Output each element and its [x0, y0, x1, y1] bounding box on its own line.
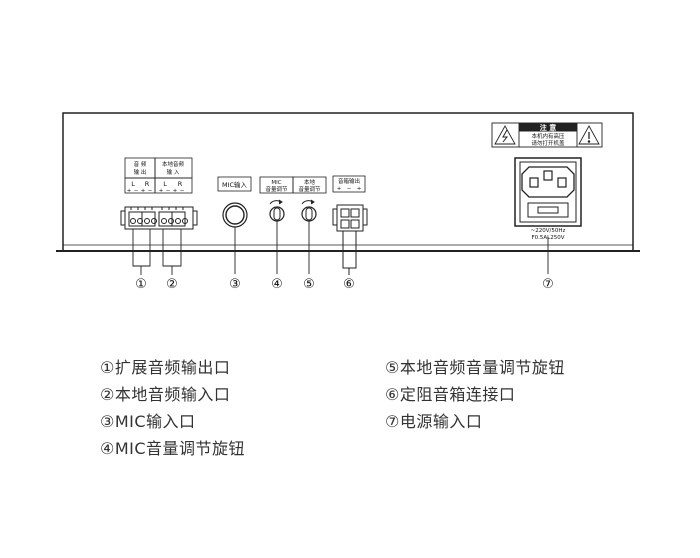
pm-8: −: [180, 188, 185, 194]
legend-item-5: ⑤本地音频音量调节旋钮: [385, 358, 565, 377]
speaker-pm-3: +: [357, 186, 362, 192]
pm-5: +: [159, 188, 164, 194]
legend-item-2: ②本地音频输入口: [100, 385, 231, 404]
speaker-out-label-box: [332, 175, 366, 193]
speaker-pm-1: +: [337, 186, 342, 192]
speaker-terminal: [332, 204, 368, 275]
callout-5: ⑤: [303, 277, 315, 292]
power-rating-2: F0.5AL250V: [532, 235, 565, 241]
legend-item-7: ⑦电源输入口: [385, 412, 483, 431]
warning-text-2: 请勿打开机盖: [531, 139, 565, 147]
local-volume-knob: [301, 199, 317, 274]
pm-3: +: [141, 188, 146, 194]
callout-1: ①: [135, 277, 147, 292]
callout-2: ②: [166, 277, 178, 292]
pm-7: +: [173, 188, 178, 194]
legend-item-3: ③MIC输入口: [100, 412, 196, 431]
pm-6: −: [166, 188, 171, 194]
terminal-block-8pin: [120, 206, 198, 230]
ext-out-r: R: [145, 180, 150, 188]
legend-item-1: ①扩展音频输出口: [100, 358, 231, 377]
local-in-r: R: [178, 180, 183, 188]
pm-4: −: [148, 188, 153, 194]
warning-title: 注 意: [540, 123, 556, 132]
ext-out-label-2: 输 出: [134, 168, 147, 176]
pm-1: +: [127, 188, 132, 194]
callout-6: ⑥: [343, 277, 355, 292]
mic-volume-label-2: 音量调节: [265, 185, 288, 193]
speaker-out-label: 音箱输出: [338, 177, 360, 185]
local-in-label-2: 输 入: [167, 168, 180, 176]
callout-4: ④: [271, 277, 283, 292]
callout-3: ③: [229, 277, 241, 292]
power-socket: [514, 157, 582, 274]
ext-out-label-1: 音 频: [134, 160, 147, 168]
local-in-l: L: [163, 180, 167, 188]
mic-input-label-box: [217, 176, 252, 192]
mic-volume-label-1: MIC: [271, 180, 281, 186]
pm-2: −: [134, 188, 139, 194]
legend-item-6: ⑥定阻音箱连接口: [385, 385, 516, 404]
ext-out-l: L: [131, 180, 135, 188]
warning-text-1: 本机内有高压: [531, 132, 565, 140]
legend-item-4: ④MIC音量调节旋钮: [100, 439, 246, 458]
power-rating-1: ~220V/50Hz: [531, 228, 566, 234]
local-in-label-1: 本地音频: [162, 160, 185, 168]
mic-jack: [222, 202, 248, 274]
local-volume-label-2: 音量调节: [298, 185, 321, 193]
volume-label-boxes: [259, 176, 327, 194]
speaker-pm-2: −: [347, 186, 352, 192]
chassis: [56, 112, 640, 252]
warning-title-bg: [519, 123, 577, 131]
local-volume-label-1: 本地: [304, 178, 316, 186]
callout-7: ⑦: [542, 277, 554, 292]
mic-input-label: MIC输入: [222, 180, 248, 189]
audio-io-label-group: [124, 157, 193, 194]
callout-brackets-1-2: [132, 229, 182, 275]
mic-volume-knob: [269, 199, 285, 274]
